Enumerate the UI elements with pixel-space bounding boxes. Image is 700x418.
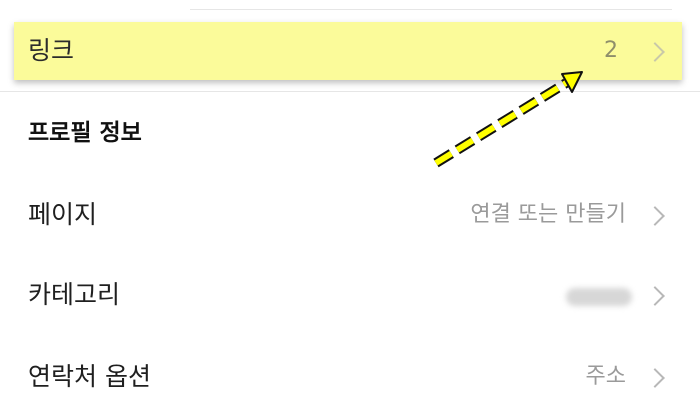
category-label: 카테고리 — [28, 280, 121, 309]
page-label: 페이지 — [28, 200, 98, 229]
annotation-arrowhead — [561, 71, 583, 93]
section-divider — [0, 91, 700, 92]
category-row[interactable]: 카테고리 — [0, 266, 700, 326]
top-divider — [190, 9, 672, 10]
contact-options-value: 주소 — [585, 364, 626, 389]
annotation-arrow-dashes — [433, 78, 569, 168]
category-value-blurred — [566, 288, 632, 306]
page-value: 연결 또는 만들기 — [470, 202, 626, 227]
page-row[interactable]: 페이지 연결 또는 만들기 — [0, 186, 700, 246]
links-count: 2 — [604, 38, 618, 63]
profile-section-title: 프로필 정보 — [28, 120, 142, 146]
links-row[interactable]: 링크 2 — [14, 22, 682, 80]
links-label: 링크 — [28, 36, 75, 65]
contact-options-row[interactable]: 연락처 옵션 주소 — [0, 348, 700, 408]
contact-options-label: 연락처 옵션 — [28, 362, 151, 391]
